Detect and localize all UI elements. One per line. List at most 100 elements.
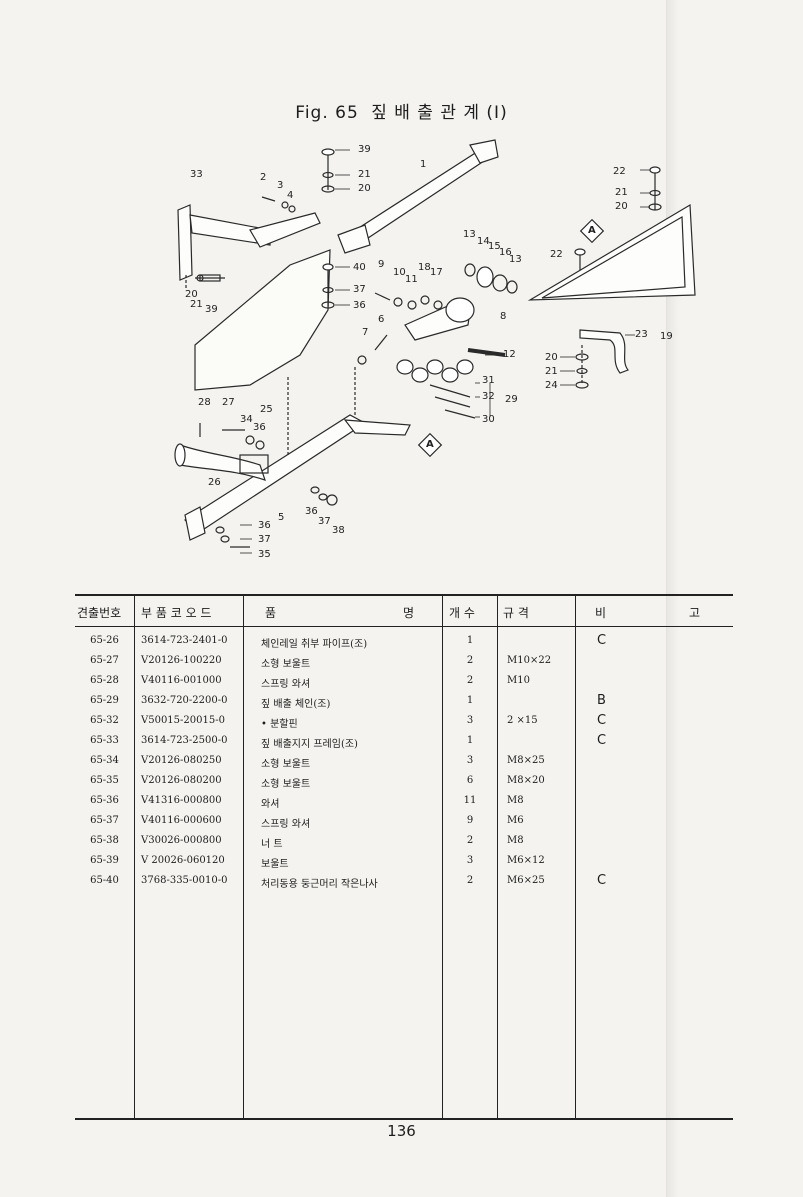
quantity-cell: 9: [466, 815, 474, 826]
frame-33: [177, 204, 193, 281]
chain-29: [396, 359, 476, 419]
part-code-cell: V 20026-060120: [141, 855, 225, 866]
part-number-cell: 65-36: [90, 795, 119, 806]
callout-36-bottom: 36: [258, 520, 271, 531]
callout-35: 35: [258, 549, 271, 560]
part-code-cell: V20126-100220: [141, 655, 222, 666]
quantity-cell: 1: [466, 635, 474, 646]
spec-cell: M8: [507, 835, 524, 846]
callout-22-a: 22: [613, 166, 626, 177]
part-number-cell: 65-40: [90, 875, 119, 886]
part-code-cell: V40116-000600: [141, 815, 222, 826]
callout-17: 17: [430, 267, 443, 278]
spec-cell: M8: [507, 795, 524, 806]
header-quantity: 개 수: [449, 606, 475, 620]
rail-top-end: [337, 224, 371, 254]
quantity-cell: 2: [466, 655, 474, 666]
part-name-cell: 짚 배출지지 프레임(조): [261, 739, 358, 750]
cover-19: [527, 203, 696, 301]
callout-20-right: 20: [615, 201, 628, 212]
marker-a-bottom: A: [426, 439, 434, 450]
note-cell: B: [597, 693, 606, 708]
callout-15: 15: [488, 241, 501, 252]
header-name-a: 품: [265, 606, 277, 620]
lever-23: [579, 329, 629, 374]
quantity-cell: 1: [466, 735, 474, 746]
part-name-cell: 너 트: [261, 839, 283, 850]
plate-25: [194, 249, 331, 391]
spec-cell: M8×25: [507, 755, 545, 766]
part-code-cell: 3614-723-2401-0: [141, 635, 228, 646]
callout-36-pipe: 36: [253, 422, 266, 433]
callout-5: 5: [278, 512, 285, 523]
callout-39: 39: [358, 144, 371, 155]
callout-9: 9: [378, 259, 385, 270]
callout-10: 10: [393, 267, 406, 278]
table-divider: [575, 596, 576, 1118]
header-part-number: 견출번호: [77, 606, 122, 620]
note-cell: C: [597, 633, 607, 648]
part-code-cell: 3632-720-2200-0: [141, 695, 228, 706]
part-number-cell: 65-33: [90, 735, 119, 746]
note-cell: C: [597, 713, 607, 728]
callout-31: 31: [482, 375, 495, 386]
callout-13-b: 13: [509, 254, 522, 265]
callout-21-right: 21: [615, 187, 628, 198]
callout-11: 11: [405, 274, 418, 285]
callout-21: 21: [358, 169, 371, 180]
callout-2: 2: [260, 172, 267, 183]
callout-20-left: 20: [185, 289, 198, 300]
part-name-cell: 소형 보울트: [261, 759, 311, 770]
part-code-cell: V20126-080250: [141, 755, 222, 766]
quantity-cell: 6: [466, 775, 474, 786]
part-name-cell: 소형 보울트: [261, 779, 311, 790]
table-row: 65-32 V50015-20015-0 • 분할핀 3 2 ×15 C: [75, 713, 733, 735]
callout-29: 29: [505, 394, 518, 405]
part-number-cell: 65-29: [90, 695, 119, 706]
callout-20-lever: 20: [545, 352, 558, 363]
header-note-a: 비: [595, 606, 607, 620]
spec-cell: M8×20: [507, 775, 545, 786]
part-number-cell: 65-34: [90, 755, 119, 766]
spec-cell: M6: [507, 815, 524, 826]
quantity-cell: 3: [466, 715, 474, 726]
callout-12: 12: [503, 349, 516, 360]
figure-title: Fig. 65 짚 배 출 관 계 (I): [0, 98, 803, 123]
diagram-drawing: [174, 139, 696, 554]
table-divider: [243, 596, 244, 1118]
page-number: 136: [387, 1122, 416, 1140]
quantity-cell: 2: [466, 675, 474, 686]
callout-21-left: 21: [190, 299, 203, 310]
page-edge-shadow: [666, 0, 803, 1197]
callout-18: 18: [418, 262, 431, 273]
callout-36-mid: 36: [305, 506, 318, 517]
part-code-cell: V50015-20015-0: [141, 715, 225, 726]
quantity-cell: 1: [466, 695, 474, 706]
callout-38: 38: [332, 525, 345, 536]
part-number-cell: 65-32: [90, 715, 119, 726]
callout-34: 34: [240, 414, 253, 425]
callout-32: 32: [482, 391, 495, 402]
part-code-cell: V40116-001000: [141, 675, 222, 686]
callout-37-bottom: 37: [258, 534, 271, 545]
callout-16: 16: [499, 247, 512, 258]
callout-14: 14: [477, 236, 490, 247]
spec-cell: M10: [507, 675, 530, 686]
note-cell: C: [597, 733, 607, 748]
callout-37-mid: 37: [318, 516, 331, 527]
callout-4: 4: [287, 190, 294, 201]
callout-36: 36: [353, 300, 366, 311]
table-header-rule: [75, 626, 733, 627]
part-name-cell: 소형 보울트: [261, 659, 311, 670]
part-number-cell: 65-39: [90, 855, 119, 866]
spec-cell: 2 ×15: [507, 715, 538, 726]
part-name-cell: • 분할핀: [261, 719, 298, 730]
callout-28: 28: [198, 397, 211, 408]
